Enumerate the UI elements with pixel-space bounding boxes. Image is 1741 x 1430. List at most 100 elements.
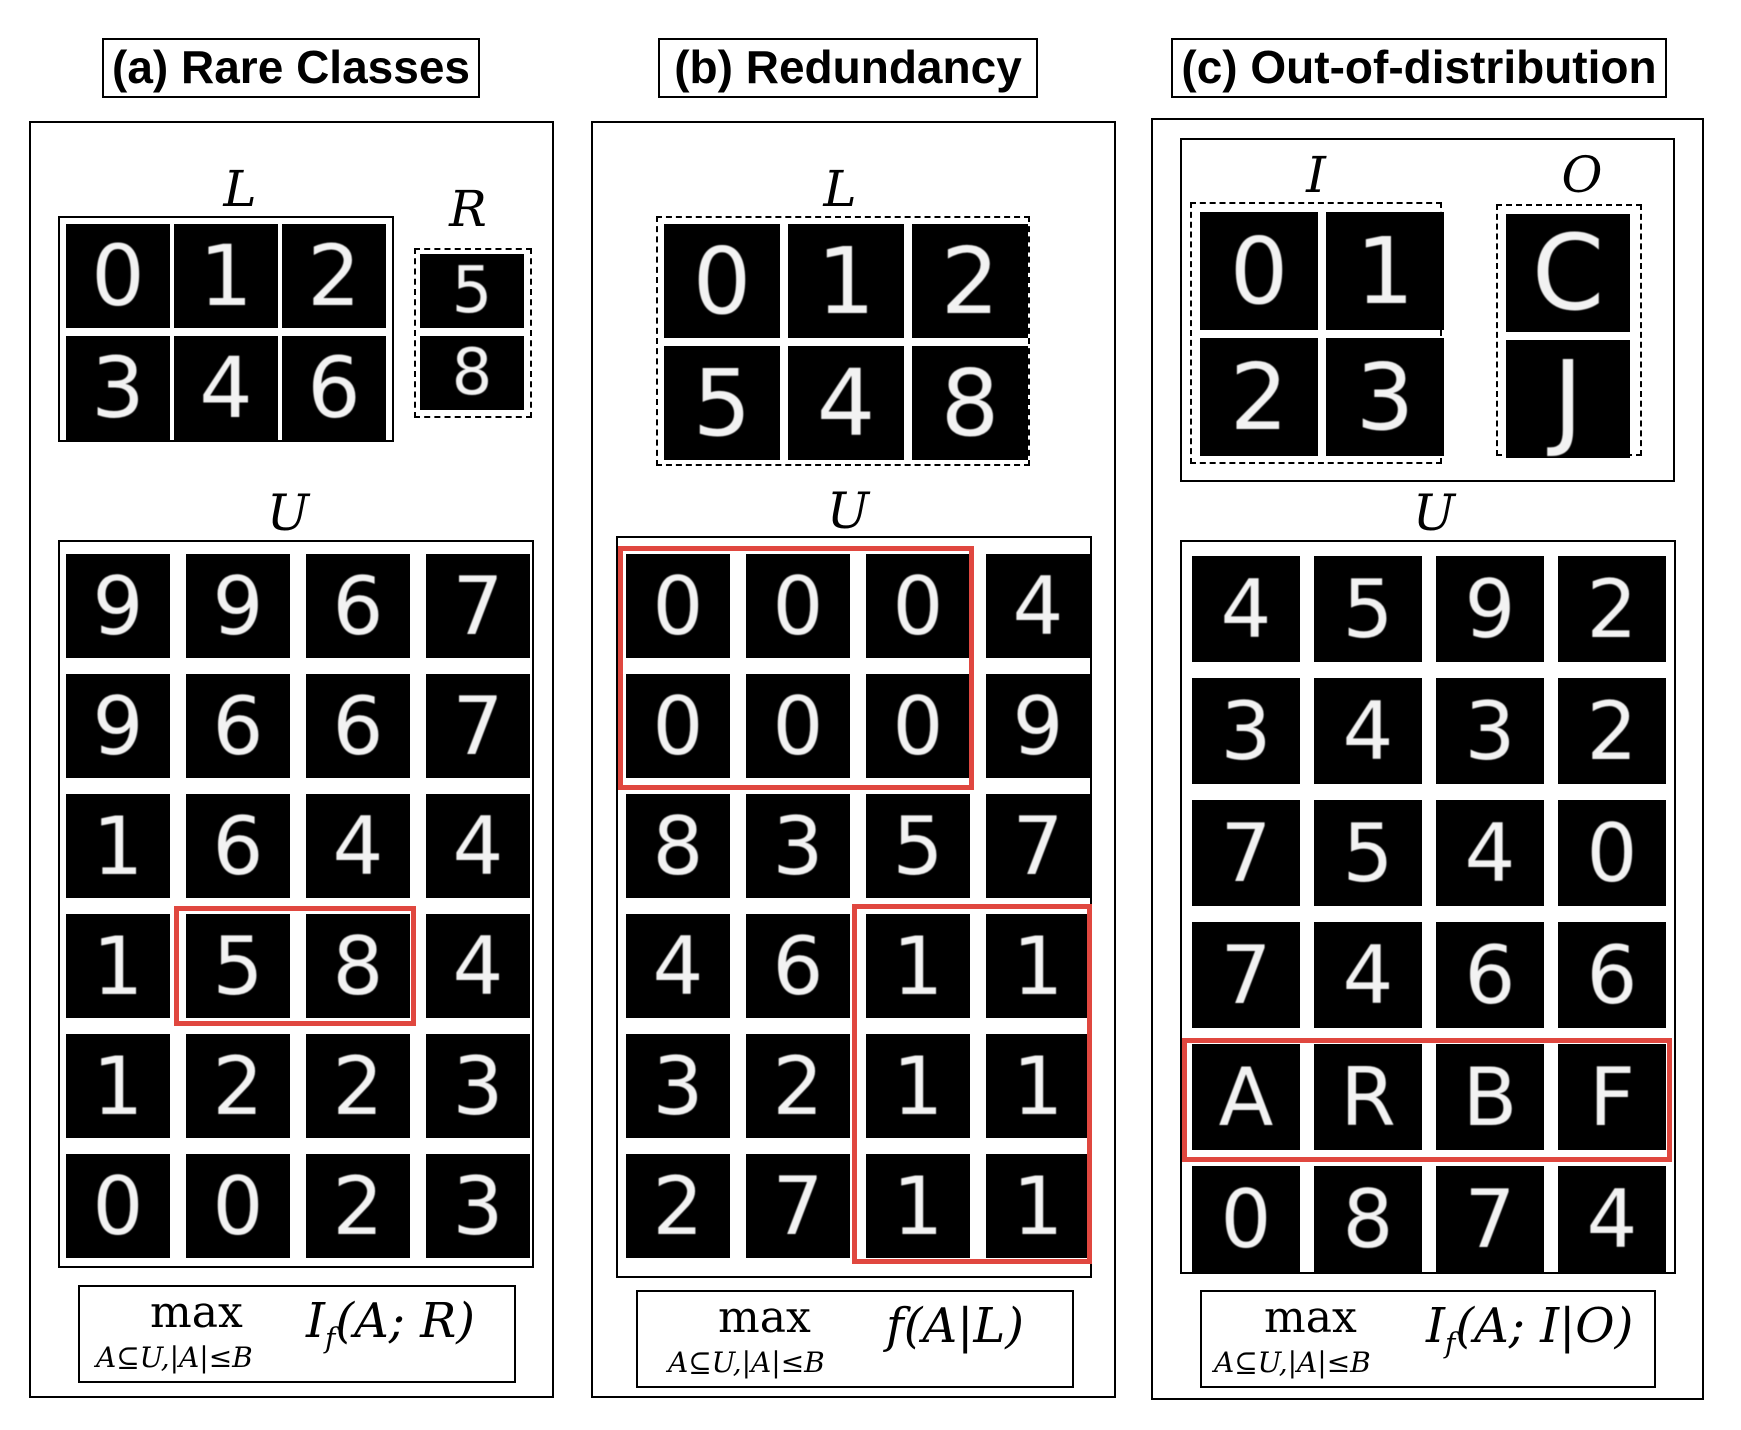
formula-b-expression: f(A|L) bbox=[886, 1298, 1024, 1354]
digit-image: 7 bbox=[426, 554, 530, 658]
digit-image: 5 bbox=[1314, 556, 1422, 662]
digit-glyph: 3 bbox=[452, 1159, 504, 1253]
digit-glyph: B bbox=[1462, 1050, 1518, 1144]
digit-glyph: 6 bbox=[212, 679, 264, 773]
digit-image: 7 bbox=[1436, 1166, 1544, 1272]
digit-glyph: 6 bbox=[307, 339, 361, 437]
digit-glyph: 3 bbox=[1464, 684, 1516, 778]
digit-glyph: 4 bbox=[452, 799, 504, 893]
digit-glyph: 4 bbox=[1342, 928, 1394, 1022]
digit-image: 0 bbox=[664, 224, 780, 338]
digit-glyph: 4 bbox=[652, 919, 704, 1013]
digit-image: 0 bbox=[866, 554, 970, 658]
digit-glyph: 4 bbox=[1586, 1172, 1638, 1266]
digit-glyph: 1 bbox=[892, 919, 944, 1013]
digit-glyph: 0 bbox=[772, 559, 824, 653]
digit-image: 2 bbox=[1200, 338, 1318, 456]
digit-image: A bbox=[1192, 1044, 1300, 1150]
digit-glyph: F bbox=[1588, 1050, 1635, 1144]
digit-image: 6 bbox=[1436, 922, 1544, 1028]
digit-glyph: 0 bbox=[652, 679, 704, 773]
set-label-U-c: U bbox=[1412, 484, 1456, 542]
digit-image: 0 bbox=[746, 674, 850, 778]
panel-c-title: (c) Out-of-distribution bbox=[1171, 38, 1667, 98]
set-label-U-a: U bbox=[266, 484, 310, 542]
digit-image: 0 bbox=[186, 1154, 290, 1258]
digit-glyph: 1 bbox=[92, 1039, 144, 1133]
digit-image: 1 bbox=[866, 1034, 970, 1138]
set-label-R-a: R bbox=[449, 180, 487, 238]
digit-image: 4 bbox=[174, 336, 278, 440]
digit-image: 7 bbox=[1192, 800, 1300, 906]
digit-glyph: 1 bbox=[1012, 919, 1064, 1013]
digit-glyph: 9 bbox=[212, 559, 264, 653]
digit-image: 3 bbox=[626, 1034, 730, 1138]
digit-image: 3 bbox=[66, 336, 170, 440]
digit-glyph: 9 bbox=[92, 679, 144, 773]
digit-glyph: 0 bbox=[92, 1159, 144, 1253]
digit-image: 4 bbox=[1192, 556, 1300, 662]
digit-glyph: 2 bbox=[1586, 684, 1638, 778]
digit-image: 6 bbox=[1558, 922, 1666, 1028]
set-label-U-b: U bbox=[826, 482, 870, 540]
digit-image: 0 bbox=[1558, 800, 1666, 906]
digit-glyph: 0 bbox=[1229, 217, 1289, 325]
redundant-zeros-highlight bbox=[618, 546, 974, 790]
digit-image: 0 bbox=[66, 224, 170, 328]
digit-glyph: 0 bbox=[91, 227, 145, 325]
digit-glyph: 6 bbox=[1464, 928, 1516, 1022]
digit-glyph: 4 bbox=[452, 919, 504, 1013]
digit-image: 8 bbox=[912, 346, 1028, 460]
digit-image: 4 bbox=[1314, 922, 1422, 1028]
digit-glyph: 0 bbox=[772, 679, 824, 773]
digit-image: 0 bbox=[626, 674, 730, 778]
digit-glyph: 3 bbox=[1220, 684, 1272, 778]
digit-glyph: 4 bbox=[1464, 806, 1516, 900]
formula-a-max: max bbox=[150, 1287, 243, 1338]
digit-image: 2 bbox=[306, 1154, 410, 1258]
digit-glyph: 8 bbox=[1342, 1172, 1394, 1266]
digit-glyph: 0 bbox=[692, 227, 752, 335]
digit-image: 8 bbox=[306, 914, 410, 1018]
digit-glyph: 1 bbox=[1355, 217, 1415, 325]
digit-glyph: J bbox=[1552, 340, 1584, 458]
digit-image: 6 bbox=[186, 674, 290, 778]
digit-image: 1 bbox=[986, 914, 1090, 1018]
digit-glyph: 1 bbox=[1012, 1159, 1064, 1253]
digit-image: 8 bbox=[1314, 1166, 1422, 1272]
digit-glyph: 7 bbox=[1012, 799, 1064, 893]
digit-image: 4 bbox=[626, 914, 730, 1018]
digit-image: 0 bbox=[866, 674, 970, 778]
digit-glyph: 3 bbox=[452, 1039, 504, 1133]
formula-c: max A⊆U,|A|≤B If(A; I|O) bbox=[1200, 1290, 1656, 1388]
digit-image: 4 bbox=[788, 346, 904, 460]
digit-image: 4 bbox=[1436, 800, 1544, 906]
ood-letters-highlight bbox=[1182, 1038, 1672, 1162]
digit-glyph: 0 bbox=[1586, 806, 1638, 900]
formula-b: max A⊆U,|A|≤B f(A|L) bbox=[636, 1290, 1074, 1388]
digit-image: 2 bbox=[186, 1034, 290, 1138]
formula-c-max: max bbox=[1264, 1292, 1357, 1343]
digit-glyph: 3 bbox=[772, 799, 824, 893]
digit-image: 3 bbox=[746, 794, 850, 898]
digit-image: B bbox=[1436, 1044, 1544, 1150]
formula-a-expression: If(A; R) bbox=[306, 1293, 476, 1355]
digit-glyph: 0 bbox=[892, 559, 944, 653]
digit-image: 6 bbox=[746, 914, 850, 1018]
digit-glyph: 1 bbox=[92, 799, 144, 893]
digit-image: 4 bbox=[986, 554, 1090, 658]
digit-image: 2 bbox=[282, 224, 386, 328]
digit-glyph: 1 bbox=[816, 227, 876, 335]
digit-glyph: 2 bbox=[772, 1039, 824, 1133]
digit-image: 1 bbox=[66, 1034, 170, 1138]
digit-glyph: 2 bbox=[1229, 343, 1289, 451]
digit-image: 4 bbox=[426, 794, 530, 898]
digit-image: 7 bbox=[426, 674, 530, 778]
digit-glyph: 2 bbox=[332, 1159, 384, 1253]
digit-image: 1 bbox=[66, 914, 170, 1018]
digit-glyph: 8 bbox=[940, 349, 1000, 457]
formula-a: max A⊆U,|A|≤B If(A; R) bbox=[78, 1285, 516, 1383]
formula-a-subscript: A⊆U,|A|≤B bbox=[96, 1341, 253, 1374]
digit-image: 1 bbox=[66, 794, 170, 898]
digit-glyph: 7 bbox=[1220, 928, 1272, 1022]
